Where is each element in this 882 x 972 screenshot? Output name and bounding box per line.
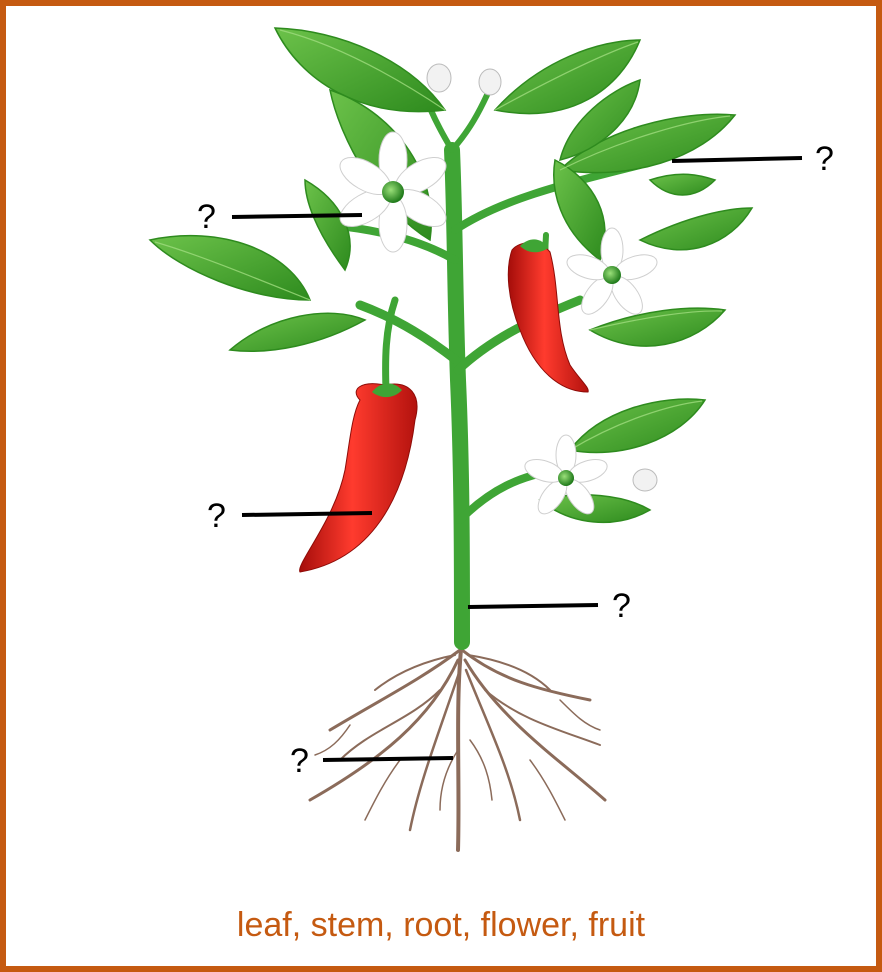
fruit-leader-line: [242, 513, 372, 515]
leaf-label: ?: [815, 140, 834, 178]
stem-leader-line: [468, 605, 598, 607]
word-bank: leaf, stem, root, flower, fruit: [0, 906, 882, 945]
leaf: [230, 313, 365, 351]
flower-leader-line: [232, 215, 362, 217]
stem-label: ?: [612, 587, 631, 625]
leaf: [570, 399, 705, 452]
fruits: [300, 239, 589, 572]
fruit-label: ?: [207, 497, 226, 535]
fruit-left: [300, 384, 417, 572]
roots: [310, 640, 605, 850]
leaf: [590, 308, 725, 346]
leaf: [640, 208, 752, 250]
root-label: ?: [290, 742, 309, 780]
leaf-leader-line: [672, 158, 802, 161]
root-leader-line: [323, 758, 453, 760]
flower-label: ?: [197, 198, 216, 236]
leaf: [650, 174, 715, 195]
leaf: [275, 28, 445, 112]
